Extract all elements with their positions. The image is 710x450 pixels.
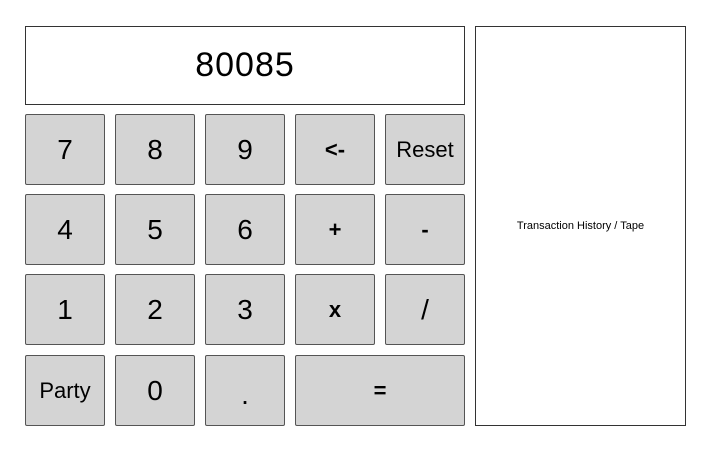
key-1[interactable]: 1	[25, 274, 105, 345]
transaction-tape: Transaction History / Tape	[475, 26, 686, 426]
divide-button[interactable]: /	[385, 274, 465, 345]
key-4[interactable]: 4	[25, 194, 105, 265]
key-9[interactable]: 9	[205, 114, 285, 185]
key-0[interactable]: 0	[115, 355, 195, 426]
key-6[interactable]: 6	[205, 194, 285, 265]
keypad: 7 8 9 <- Reset 4 5 6 + - 1 2 3 x / Party…	[25, 114, 465, 426]
key-5[interactable]: 5	[115, 194, 195, 265]
decimal-button[interactable]: .	[205, 355, 285, 426]
backspace-button[interactable]: <-	[295, 114, 375, 185]
equals-button[interactable]: =	[295, 355, 465, 426]
multiply-button[interactable]: x	[295, 274, 375, 345]
calculator-display: 80085	[25, 26, 465, 105]
tape-label: Transaction History / Tape	[516, 220, 645, 232]
add-button[interactable]: +	[295, 194, 375, 265]
key-2[interactable]: 2	[115, 274, 195, 345]
reset-button[interactable]: Reset	[385, 114, 465, 185]
display-value: 80085	[195, 46, 295, 84]
key-8[interactable]: 8	[115, 114, 195, 185]
party-button[interactable]: Party	[25, 355, 105, 426]
key-7[interactable]: 7	[25, 114, 105, 185]
subtract-button[interactable]: -	[385, 194, 465, 265]
key-3[interactable]: 3	[205, 274, 285, 345]
